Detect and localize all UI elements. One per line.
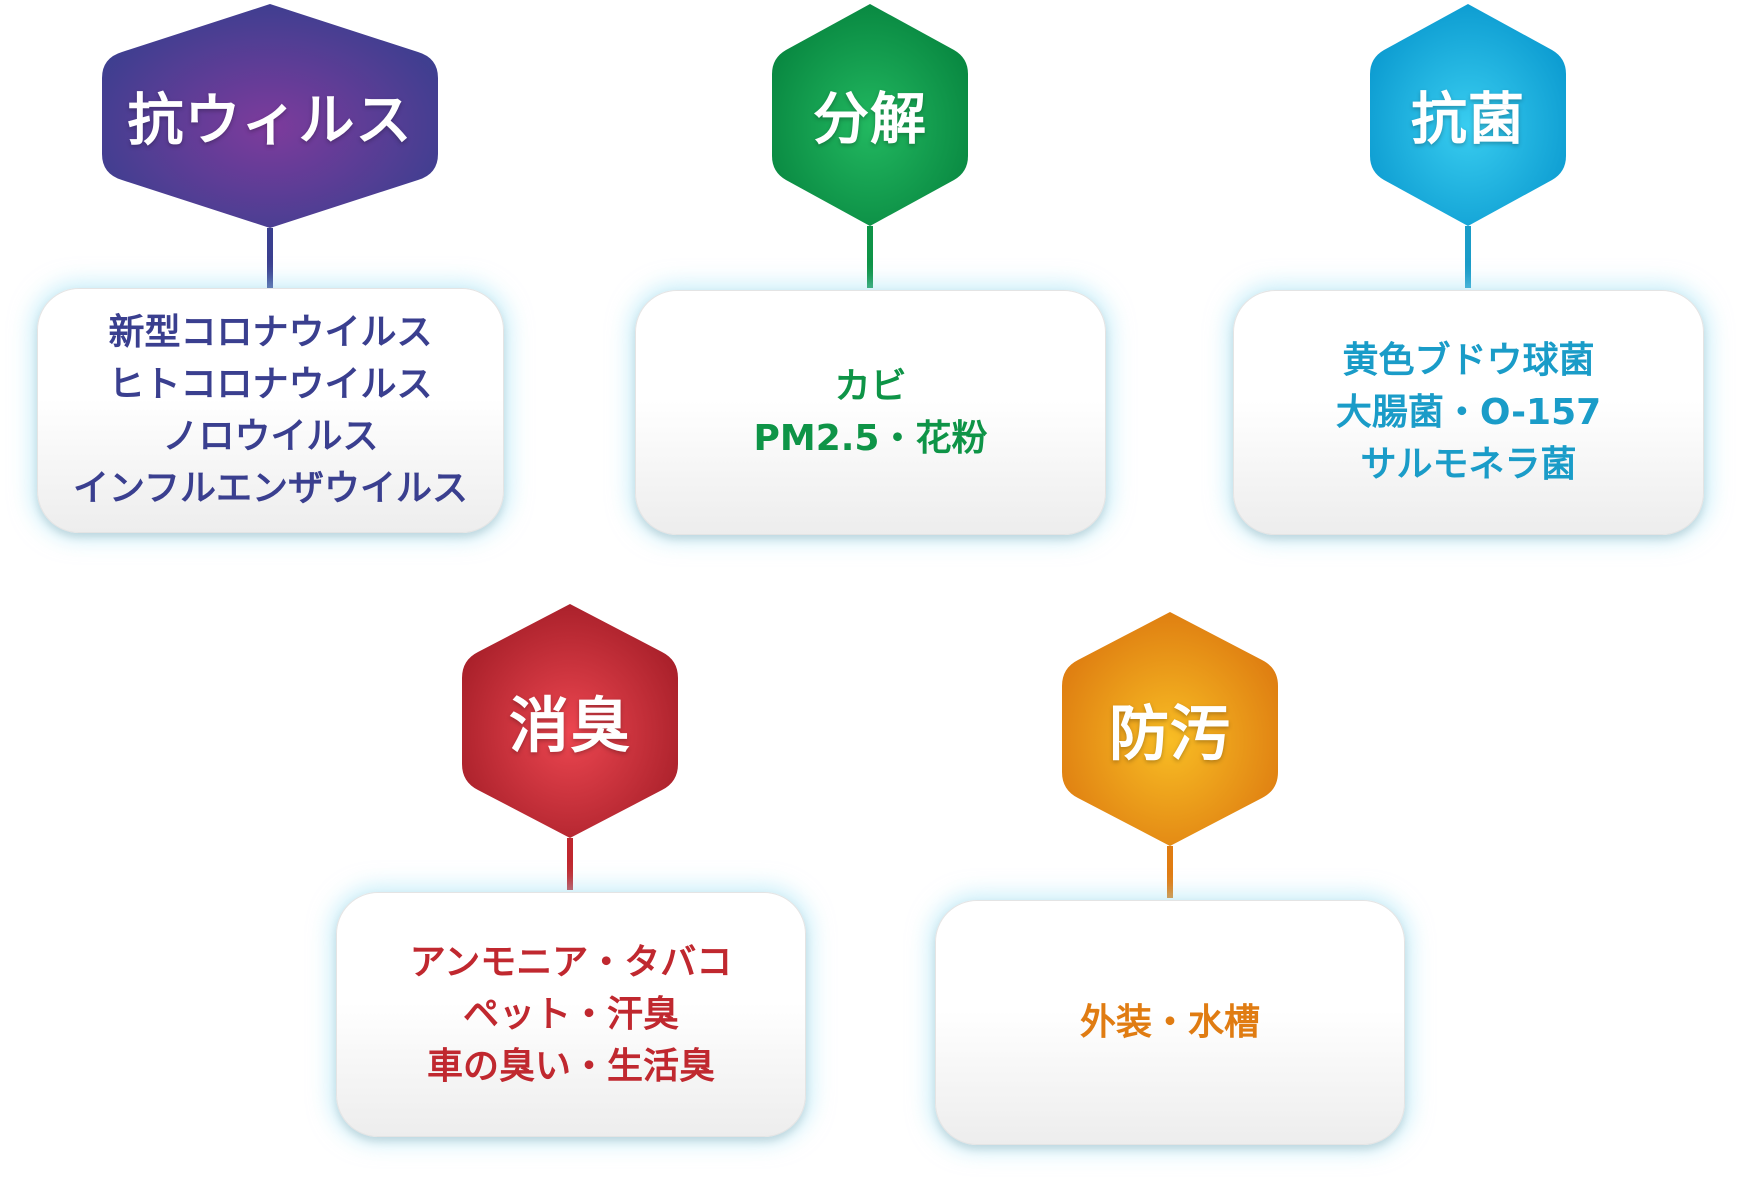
deodorize-item: 車の臭い・生活臭: [426, 1045, 715, 1087]
antibacterial-hexagon-badge: 抗菌: [1368, 2, 1568, 228]
antibacterial-item: 黄色ブドウ球菌: [1342, 339, 1595, 381]
antiviral-item: ヒトコロナウイルス: [108, 363, 433, 405]
antibacterial-item: サルモネラ菌: [1360, 443, 1577, 485]
antibacterial-items-box: 黄色ブドウ球菌 大腸菌・O-157 サルモネラ菌: [1233, 290, 1704, 535]
decomposition-hexagon-badge: 分解: [770, 2, 970, 228]
decomposition-items-box: カビ PM2.5・花粉: [635, 290, 1106, 535]
antifouling-items-box: 外装・水槽: [935, 900, 1405, 1145]
decomposition-connector: [867, 226, 873, 288]
antiviral-hexagon-badge: 抗ウィルス: [100, 2, 440, 230]
decomposition-item: カビ: [834, 365, 907, 407]
antiviral-items-box: 新型コロナウイルス ヒトコロナウイルス ノロウイルス インフルエンザウイルス: [37, 288, 504, 533]
antifouling-item: 外装・水槽: [1079, 1001, 1260, 1043]
antifouling-hexagon-badge: 防汚: [1060, 610, 1280, 848]
deodorize-item: アンモニア・タバコ: [409, 941, 733, 983]
hexagon-shape-icon: [1062, 612, 1278, 846]
deodorize-hexagon-badge: 消臭: [460, 602, 680, 840]
antibacterial-title: 抗菌: [1411, 87, 1525, 153]
decomposition-title: 分解: [813, 87, 927, 153]
antiviral-item: ノロウイルス: [162, 415, 379, 457]
antiviral-connector: [267, 228, 273, 288]
hexagon-shape-icon: [102, 4, 438, 228]
deodorize-connector: [567, 838, 573, 890]
antifouling-title: 防汚: [1109, 699, 1231, 770]
hexagon-shape-icon: [772, 4, 968, 226]
antifouling-connector: [1167, 846, 1173, 898]
antibacterial-connector: [1465, 226, 1471, 288]
hexagon-shape-icon: [1370, 4, 1566, 226]
antibacterial-item: 大腸菌・O-157: [1335, 391, 1602, 433]
hexagon-shape-icon: [462, 604, 678, 838]
antiviral-item: 新型コロナウイルス: [108, 311, 433, 353]
deodorize-items-box: アンモニア・タバコ ペット・汗臭 車の臭い・生活臭: [336, 892, 806, 1137]
antiviral-item: インフルエンザウイルス: [73, 467, 468, 509]
decomposition-item: PM2.5・花粉: [753, 417, 988, 459]
deodorize-title: 消臭: [509, 691, 631, 762]
deodorize-item: ペット・汗臭: [462, 993, 679, 1035]
antiviral-title: 抗ウィルス: [127, 88, 413, 154]
